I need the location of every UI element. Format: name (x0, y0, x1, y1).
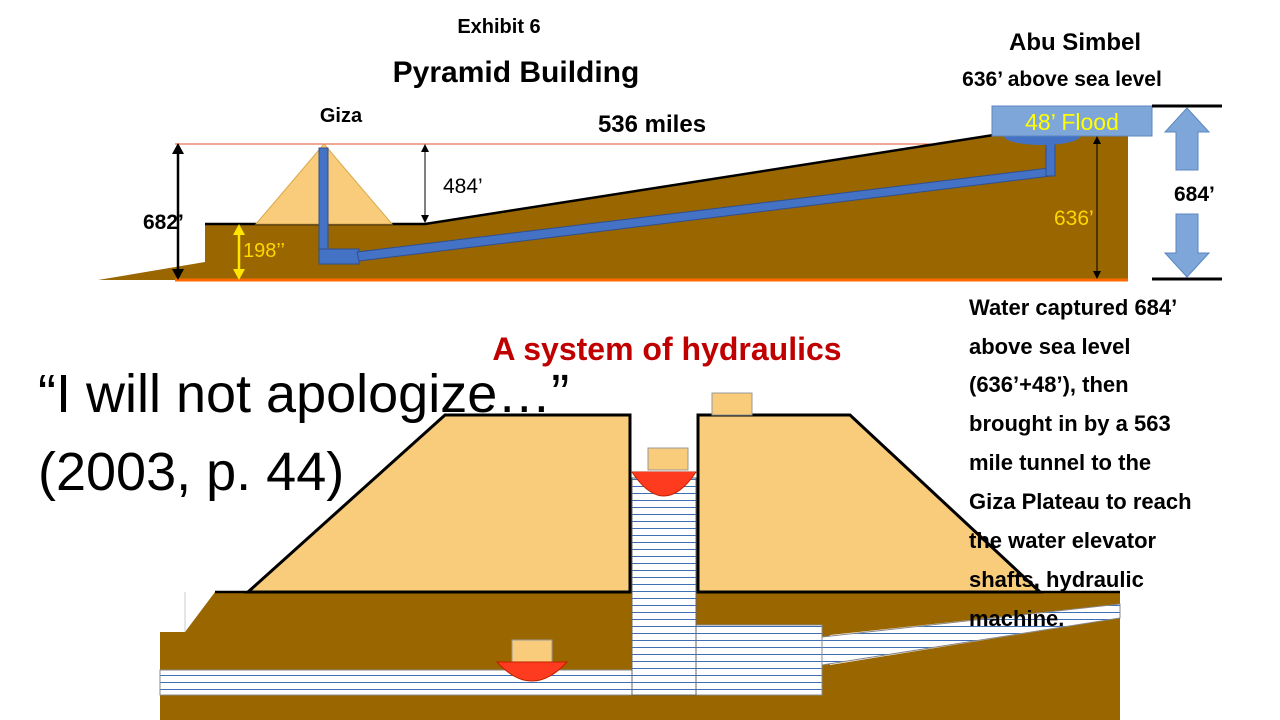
distance-label: 536 miles (598, 111, 706, 138)
abu-simbel-shaft (1045, 141, 1056, 177)
description-line: the water elevator (969, 528, 1157, 553)
height-198-label: 198’’ (243, 240, 285, 262)
water-elevator-shaft (631, 477, 697, 696)
description-line: shafts, hydraulic (969, 567, 1144, 592)
abu-simbel-label: Abu Simbel (1009, 29, 1141, 56)
height-636-label: 636’ (1054, 207, 1094, 230)
stone-block-top (711, 392, 753, 416)
description-line: brought in by a 563 (969, 411, 1171, 436)
quote-text: “I will not apologize…” (38, 364, 569, 424)
height-484-label: 484’ (443, 175, 483, 198)
exhibit-label: Exhibit 6 (457, 16, 540, 38)
abu-simbel-elevation: 636’ above sea level (962, 68, 1162, 91)
description-line: above sea level (969, 334, 1130, 359)
lower-boat (495, 661, 569, 682)
height-684-label: 684’ (1174, 183, 1215, 206)
stone-block-lower (511, 639, 553, 663)
arrow-682 (172, 143, 184, 280)
shaft-base (318, 248, 360, 265)
flood-label: 48’ Flood (1025, 109, 1119, 135)
description-block: Water captured 684’ above sea level (636… (969, 295, 1192, 631)
arrow-636 (1093, 136, 1101, 279)
bottom-hydraulic-section (159, 392, 1121, 720)
flood-box (991, 105, 1153, 137)
arrow-484 (421, 144, 429, 223)
description-line: mile tunnel to the (969, 450, 1151, 475)
description-line: (636’+48’), then (969, 372, 1129, 397)
lower-water-channel (159, 669, 633, 696)
diagram-title: Pyramid Building (393, 56, 640, 89)
hydraulics-subtitle: A system of hydraulics (492, 331, 841, 367)
description-line: Giza Plateau to reach (969, 489, 1192, 514)
description-line: Water captured 684’ (969, 295, 1177, 320)
stone-block-elevator (647, 447, 689, 471)
right-water-channel (695, 603, 1121, 696)
description-line: machine. (969, 606, 1064, 631)
height-682-label: 682’ (143, 211, 184, 234)
arrow-684 (1152, 104, 1222, 281)
elevator-boat-hull (631, 471, 697, 497)
arrow-198 (233, 224, 245, 280)
giza-label: Giza (320, 105, 363, 127)
top-cross-section (98, 104, 1222, 282)
pyramid-shaft (318, 147, 329, 265)
earth-profile (98, 134, 1128, 280)
quote-citation: (2003, p. 44) (38, 442, 344, 502)
